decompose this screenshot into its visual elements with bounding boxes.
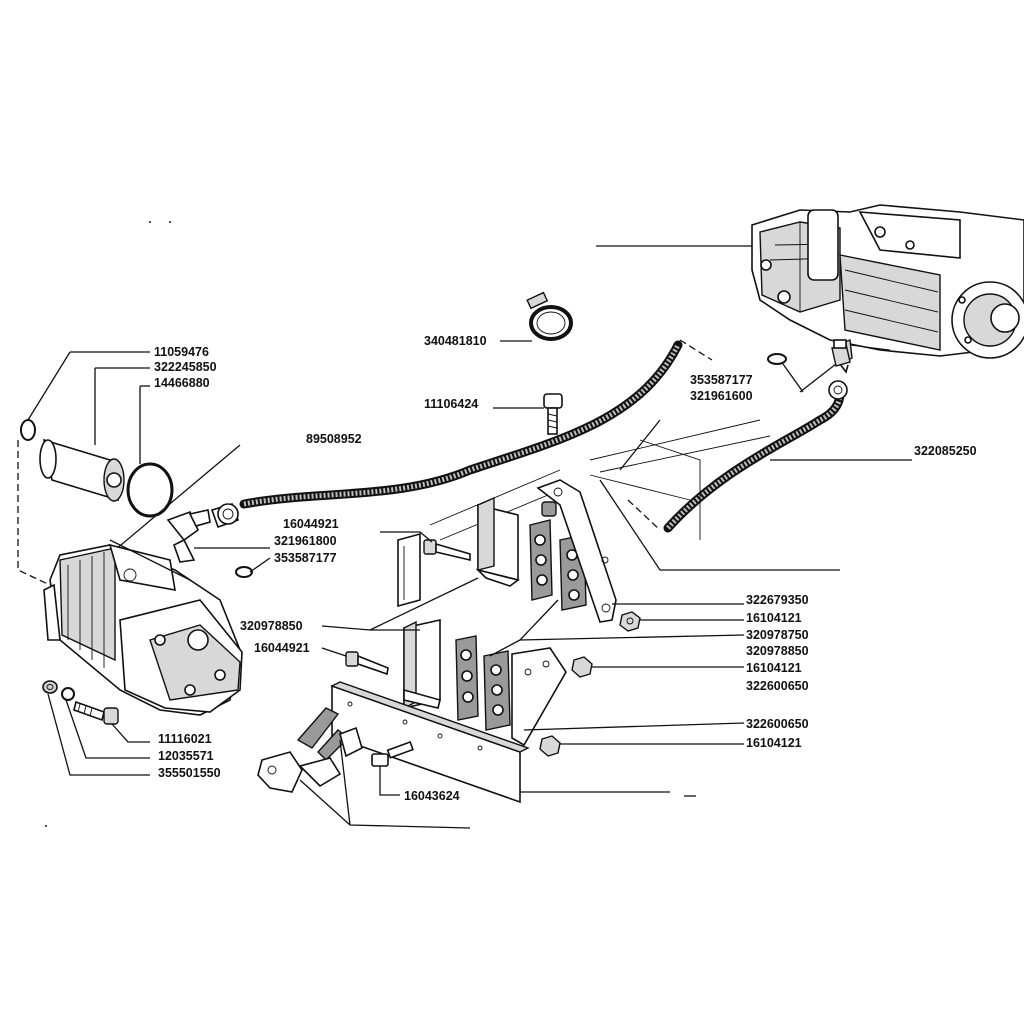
label-322085250: 322085250 xyxy=(914,444,977,458)
label-353587177-bottom: 353587177 xyxy=(274,551,337,565)
label-11106424: 11106424 xyxy=(424,397,478,411)
label-320978750: 320978750 xyxy=(746,628,809,642)
fitting-321961600 xyxy=(831,339,851,367)
label-16104121-c: 16104121 xyxy=(746,736,802,750)
label-14466880: 14466880 xyxy=(154,376,210,390)
label-322600650-bottom: 322600650 xyxy=(746,717,809,731)
transmission-housing xyxy=(751,204,1024,359)
o-ring-353587177-bottom xyxy=(235,566,253,578)
hose-clamp xyxy=(526,291,573,341)
elbow-fitting-321961800 xyxy=(166,509,211,563)
return-hose xyxy=(627,380,848,533)
clamp-block-lower-left xyxy=(455,635,479,721)
label-16104121-a: 16104121 xyxy=(746,611,802,625)
nut-16104121-b xyxy=(571,656,593,678)
label-89508952: 89508952 xyxy=(306,432,362,446)
frame-outline xyxy=(429,419,840,571)
nut-16104121-c xyxy=(539,735,561,757)
lock-washer-12035571 xyxy=(61,687,75,701)
bolt-16043624 xyxy=(371,741,414,767)
label-11059476: 11059476 xyxy=(154,345,209,359)
label-321961600: 321961600 xyxy=(690,389,753,403)
u-bracket-lower xyxy=(403,619,441,710)
triangle-bracket xyxy=(511,647,567,747)
spacer-cap xyxy=(541,501,557,517)
washer-355501550 xyxy=(42,680,58,694)
frame-plate xyxy=(397,532,421,608)
bolt-11116021 xyxy=(73,700,119,725)
hydraulic-pump xyxy=(43,543,243,716)
label-322600650-top: 322600650 xyxy=(746,679,809,693)
o-ring-14466880 xyxy=(126,462,174,518)
clamp-block-lower-right xyxy=(483,650,511,731)
label-16044921-top: 16044921 xyxy=(283,517,339,531)
label-11116021: 11116021 xyxy=(158,732,212,746)
label-16043624: 16043624 xyxy=(404,789,460,803)
o-ring-353587177-top xyxy=(767,353,787,365)
clamp-block-upper-left xyxy=(529,519,553,601)
long-hose xyxy=(210,339,713,529)
label-320978850-right: 320978850 xyxy=(746,644,809,658)
label-320978850-left: 320978850 xyxy=(240,619,303,633)
label-322679350: 322679350 xyxy=(746,593,809,607)
label-12035571: 12035571 xyxy=(158,749,214,763)
label-16104121-b: 16104121 xyxy=(746,661,802,675)
hose-end-fittings xyxy=(257,707,363,793)
nut-16104121-a xyxy=(619,611,641,632)
label-340481810: 340481810 xyxy=(424,334,487,348)
bolt-11106424 xyxy=(543,393,563,435)
snap-ring-11059476 xyxy=(20,419,36,441)
long-bracket xyxy=(536,479,617,623)
label-322245850: 322245850 xyxy=(154,360,217,374)
bolt-16044921-bottom xyxy=(345,651,389,676)
bolt-16044921-top xyxy=(423,539,471,562)
filter-cartridge xyxy=(39,438,125,502)
label-321961800: 321961800 xyxy=(274,534,337,548)
label-355501550: 355501550 xyxy=(158,766,221,780)
label-353587177-top: 353587177 xyxy=(690,373,753,387)
u-bracket-upper xyxy=(475,496,520,587)
label-16044921-bottom: 16044921 xyxy=(254,641,310,655)
